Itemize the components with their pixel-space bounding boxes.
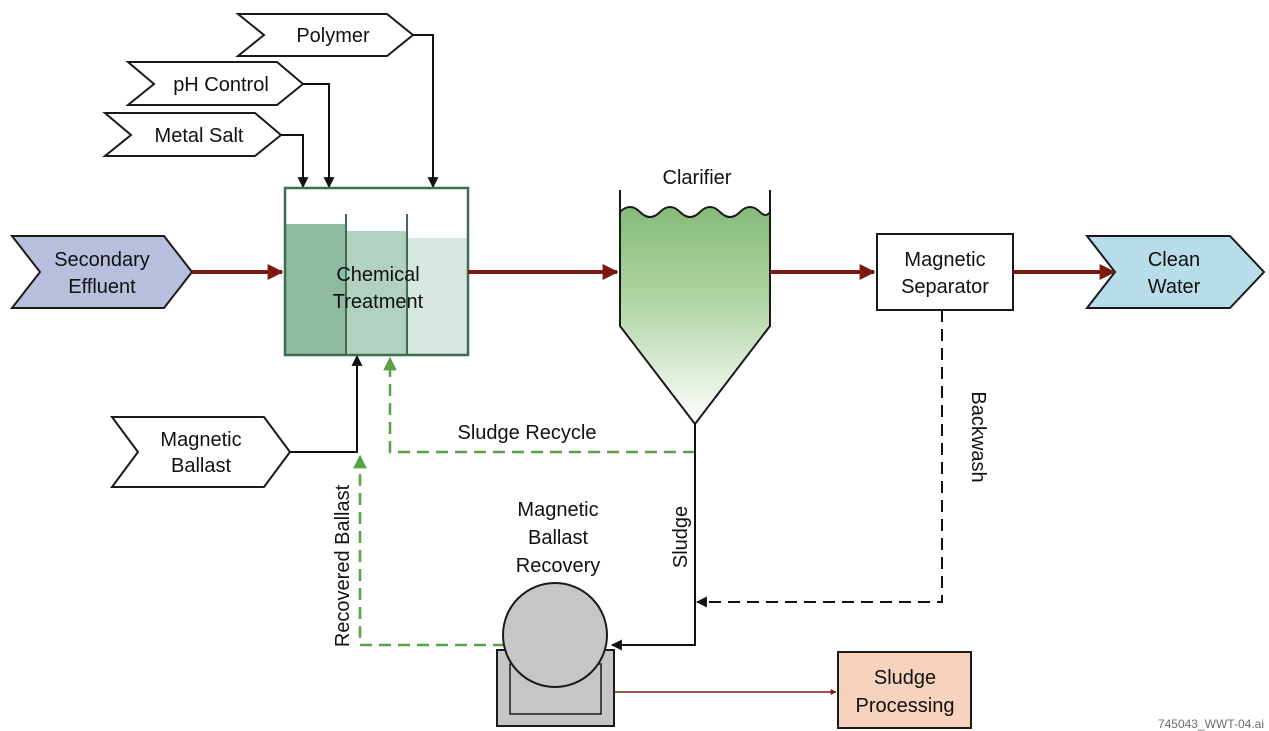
metal-salt-label: Metal Salt: [155, 125, 244, 147]
magnetic-separator: Magnetic Separator: [876, 233, 1014, 311]
magnetic-separator-label-1: Magnetic: [904, 249, 985, 271]
metal-salt-input: Metal Salt: [102, 112, 283, 157]
clean-water-label-1: Clean: [1148, 249, 1200, 271]
sludge-processing: Sludge Processing: [614, 651, 972, 729]
polymer-label: Polymer: [296, 25, 370, 47]
sludge-processing-label-2: Processing: [856, 695, 955, 717]
ph-control-input: pH Control: [125, 61, 305, 106]
polymer-input: Polymer: [235, 13, 415, 57]
magnetic-ballast-label-1: Magnetic: [160, 429, 241, 451]
sludge-recycle-line: Sludge Recycle: [383, 356, 695, 454]
chemical-feed-lines: [281, 34, 439, 453]
secondary-effluent-label-1: Secondary: [54, 249, 150, 271]
chemical-treatment-label-1: Chemical: [336, 264, 419, 286]
magnetic-ballast-input: Magnetic Ballast: [110, 416, 292, 488]
clean-water-label-2: Water: [1148, 276, 1201, 298]
ballast-recovery-drum: Magnetic Ballast Recovery: [496, 499, 615, 727]
recovered-ballast-label: Recovered Ballast: [332, 484, 354, 647]
secondary-effluent-source: Secondary Effluent: [9, 235, 194, 309]
clarifier-label: Clarifier: [663, 167, 732, 189]
sludge-line: Sludge: [610, 424, 696, 651]
file-id-label: 745043_WWT-04.ai: [1158, 717, 1264, 731]
recovered-ballast-line: Recovered Ballast: [332, 454, 505, 647]
ballast-recovery-label-1: Magnetic: [517, 499, 598, 521]
sludge-label: Sludge: [670, 506, 692, 568]
magnetic-separator-label-2: Separator: [901, 276, 989, 298]
backwash-line: Backwash: [695, 310, 989, 608]
sludge-recycle-label: Sludge Recycle: [458, 422, 597, 444]
ballast-recovery-label-3: Recovery: [516, 555, 600, 577]
clarifier: Clarifier: [619, 167, 771, 426]
ph-control-label: pH Control: [173, 74, 269, 96]
sludge-processing-label-1: Sludge: [874, 667, 936, 689]
chemical-treatment-label-2: Treatment: [333, 291, 424, 313]
ballast-recovery-label-2: Ballast: [528, 527, 588, 549]
magnetic-ballast-label-2: Ballast: [171, 455, 231, 477]
chemical-treatment-tank: Chemical Treatment: [283, 186, 470, 357]
secondary-effluent-label-2: Effluent: [68, 276, 136, 298]
backwash-label: Backwash: [967, 391, 989, 482]
